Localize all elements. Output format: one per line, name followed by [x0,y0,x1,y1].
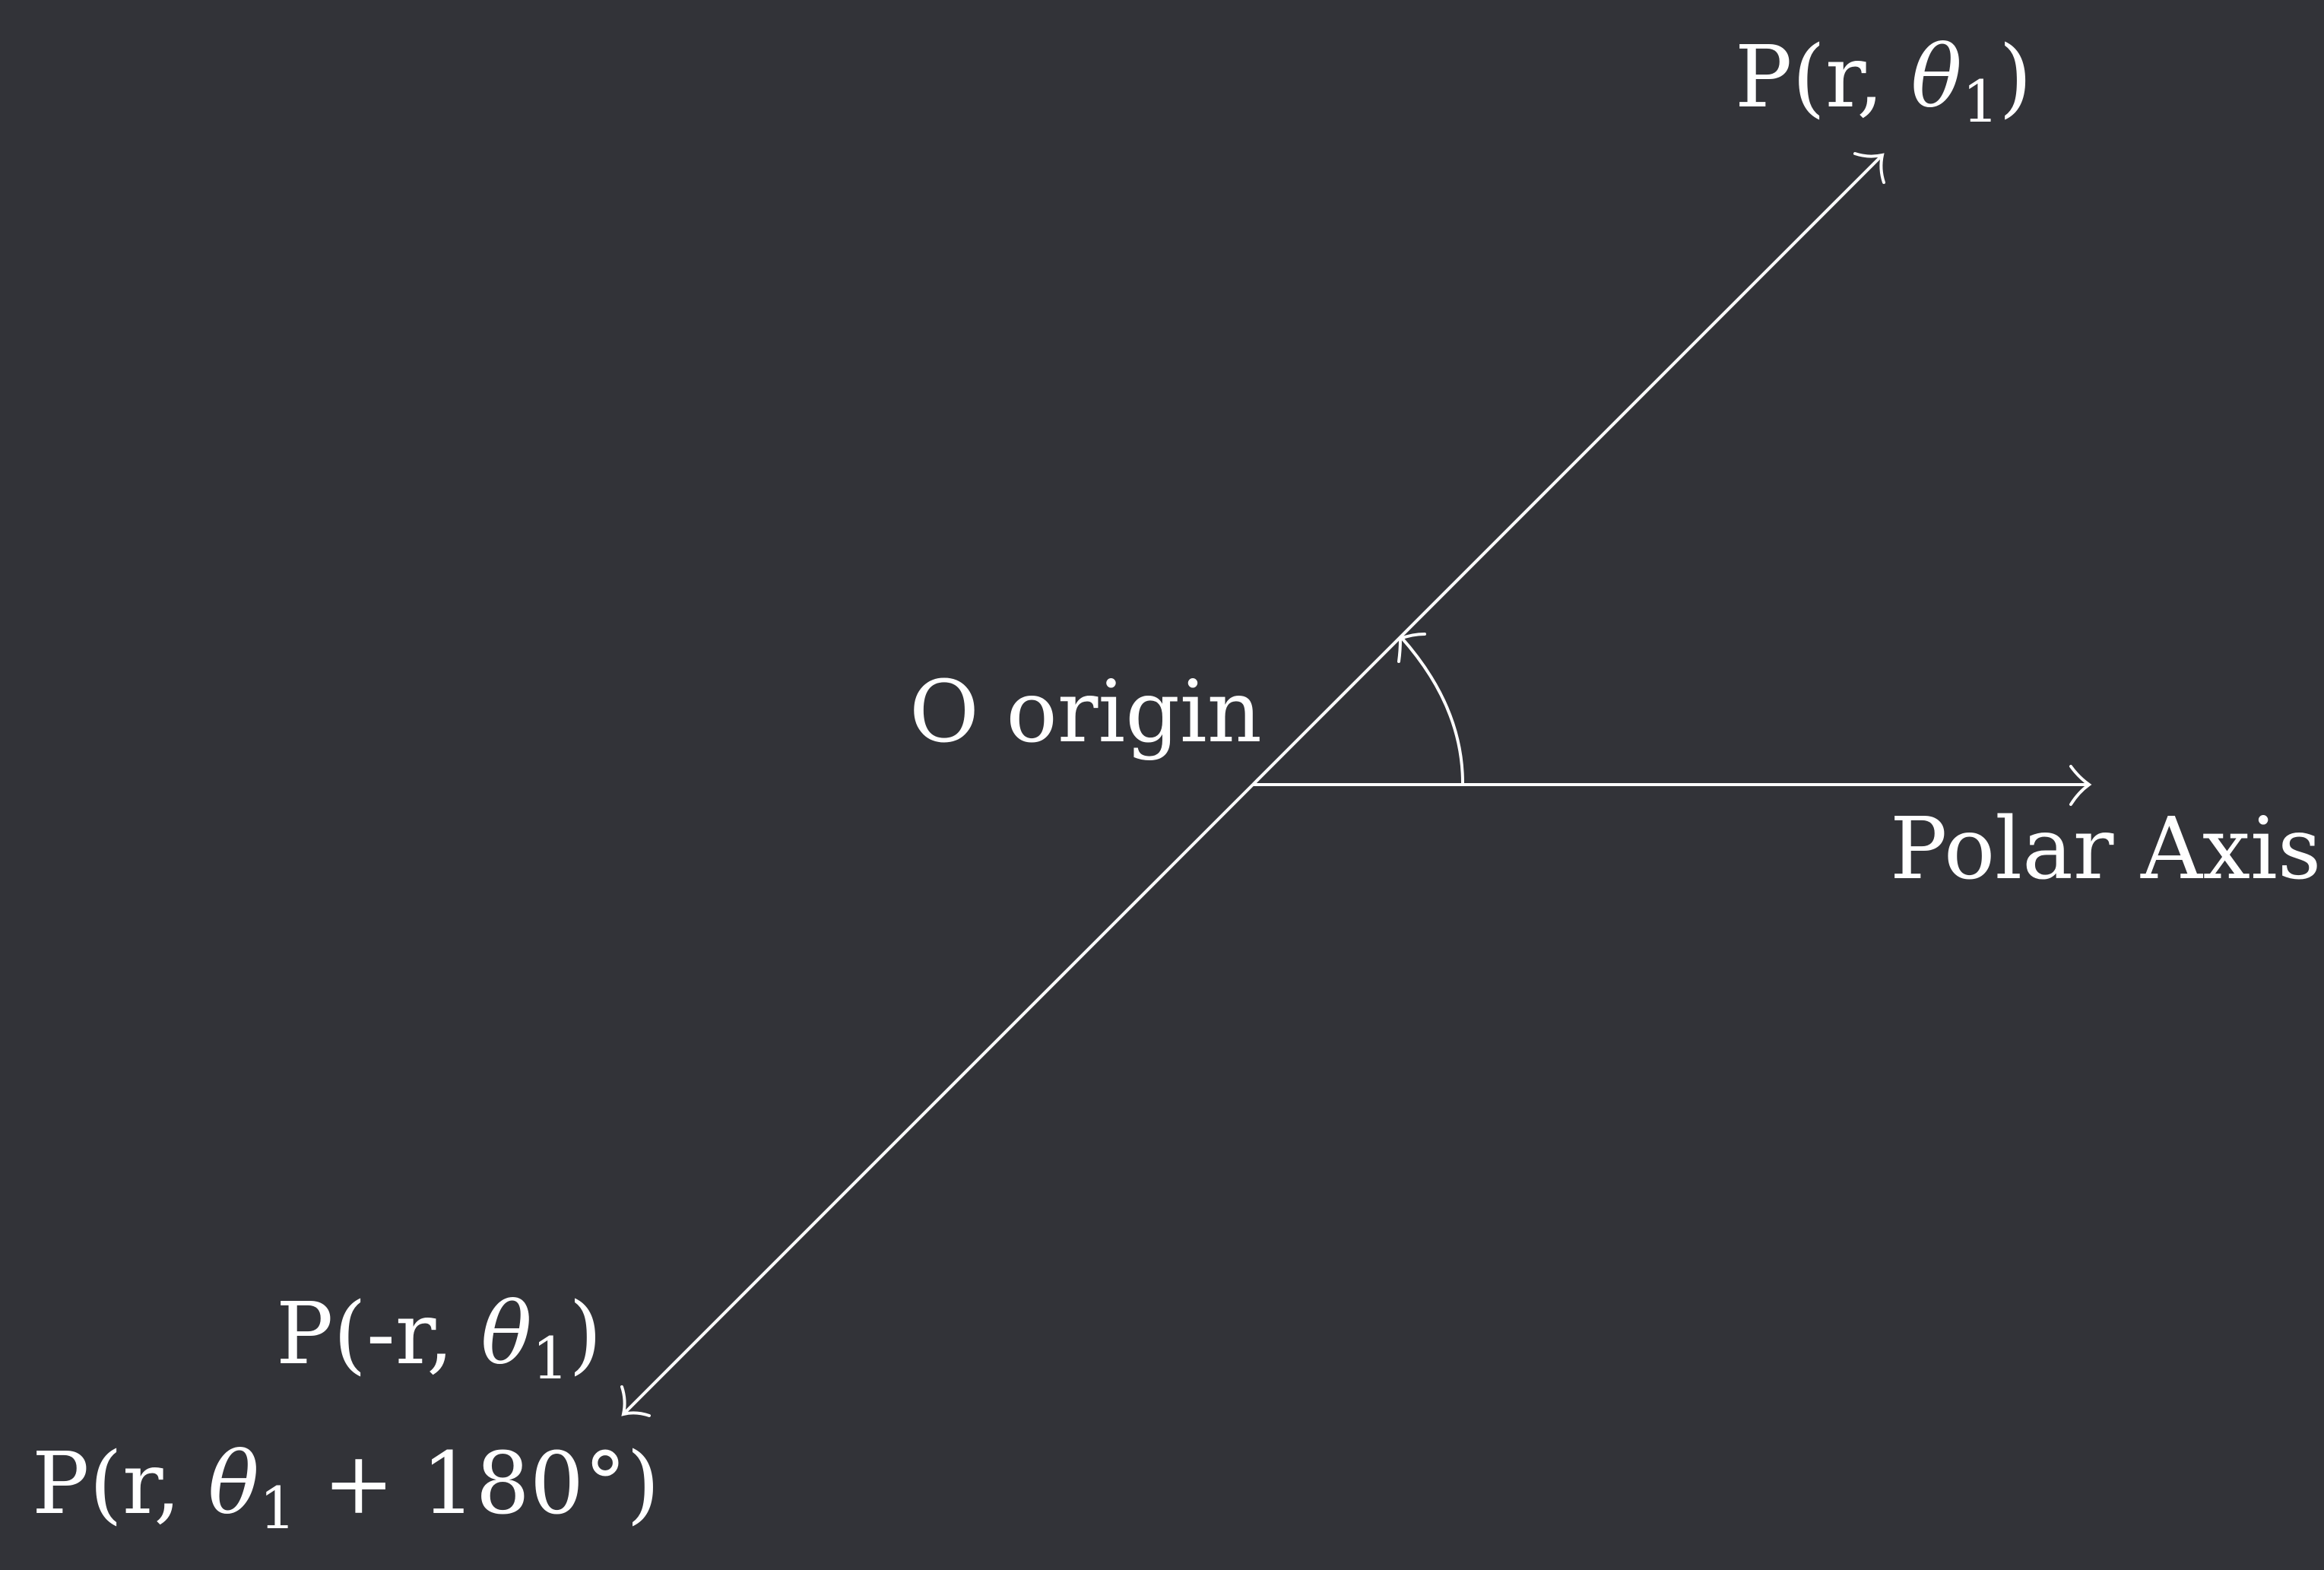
opposite-ray-arrowhead [620,1385,651,1417]
point-label-p-r-theta1-plus-180: P(r, θ1 + 180°) [32,1435,660,1542]
point-label-text: + 180°) [296,1435,660,1534]
point-label-text: P(r, [32,1435,208,1534]
terminal-ray-line [1251,155,1882,786]
point-label-p-r-theta1: P(r, θ1) [1735,28,2032,135]
origin-label: O origin [909,663,1262,762]
theta-symbol: θ [1911,28,1962,127]
polar-axis-arrowhead [2069,765,2092,806]
point-label-text: P(-r, [276,1285,480,1384]
theta-subscript: 1 [1962,68,1999,135]
point-label-text: ) [569,1285,602,1384]
theta-symbol: θ [480,1285,531,1384]
opposite-ray-line [623,783,1254,1414]
theta-symbol: θ [208,1435,259,1534]
theta-subscript: 1 [532,1324,569,1392]
theta-subscript: 1 [259,1474,296,1542]
terminal-ray-arrowhead [1853,152,1885,184]
point-label-text: P(r, [1735,28,1911,127]
angle-arc [1400,636,1464,784]
point-label-text: ) [1999,28,2032,127]
polar-axis-label: Polar Axis [1890,800,2321,899]
angle-arc-arrowhead [1397,633,1426,663]
point-label-p-neg-r-theta1: P(-r, θ1) [276,1285,602,1392]
